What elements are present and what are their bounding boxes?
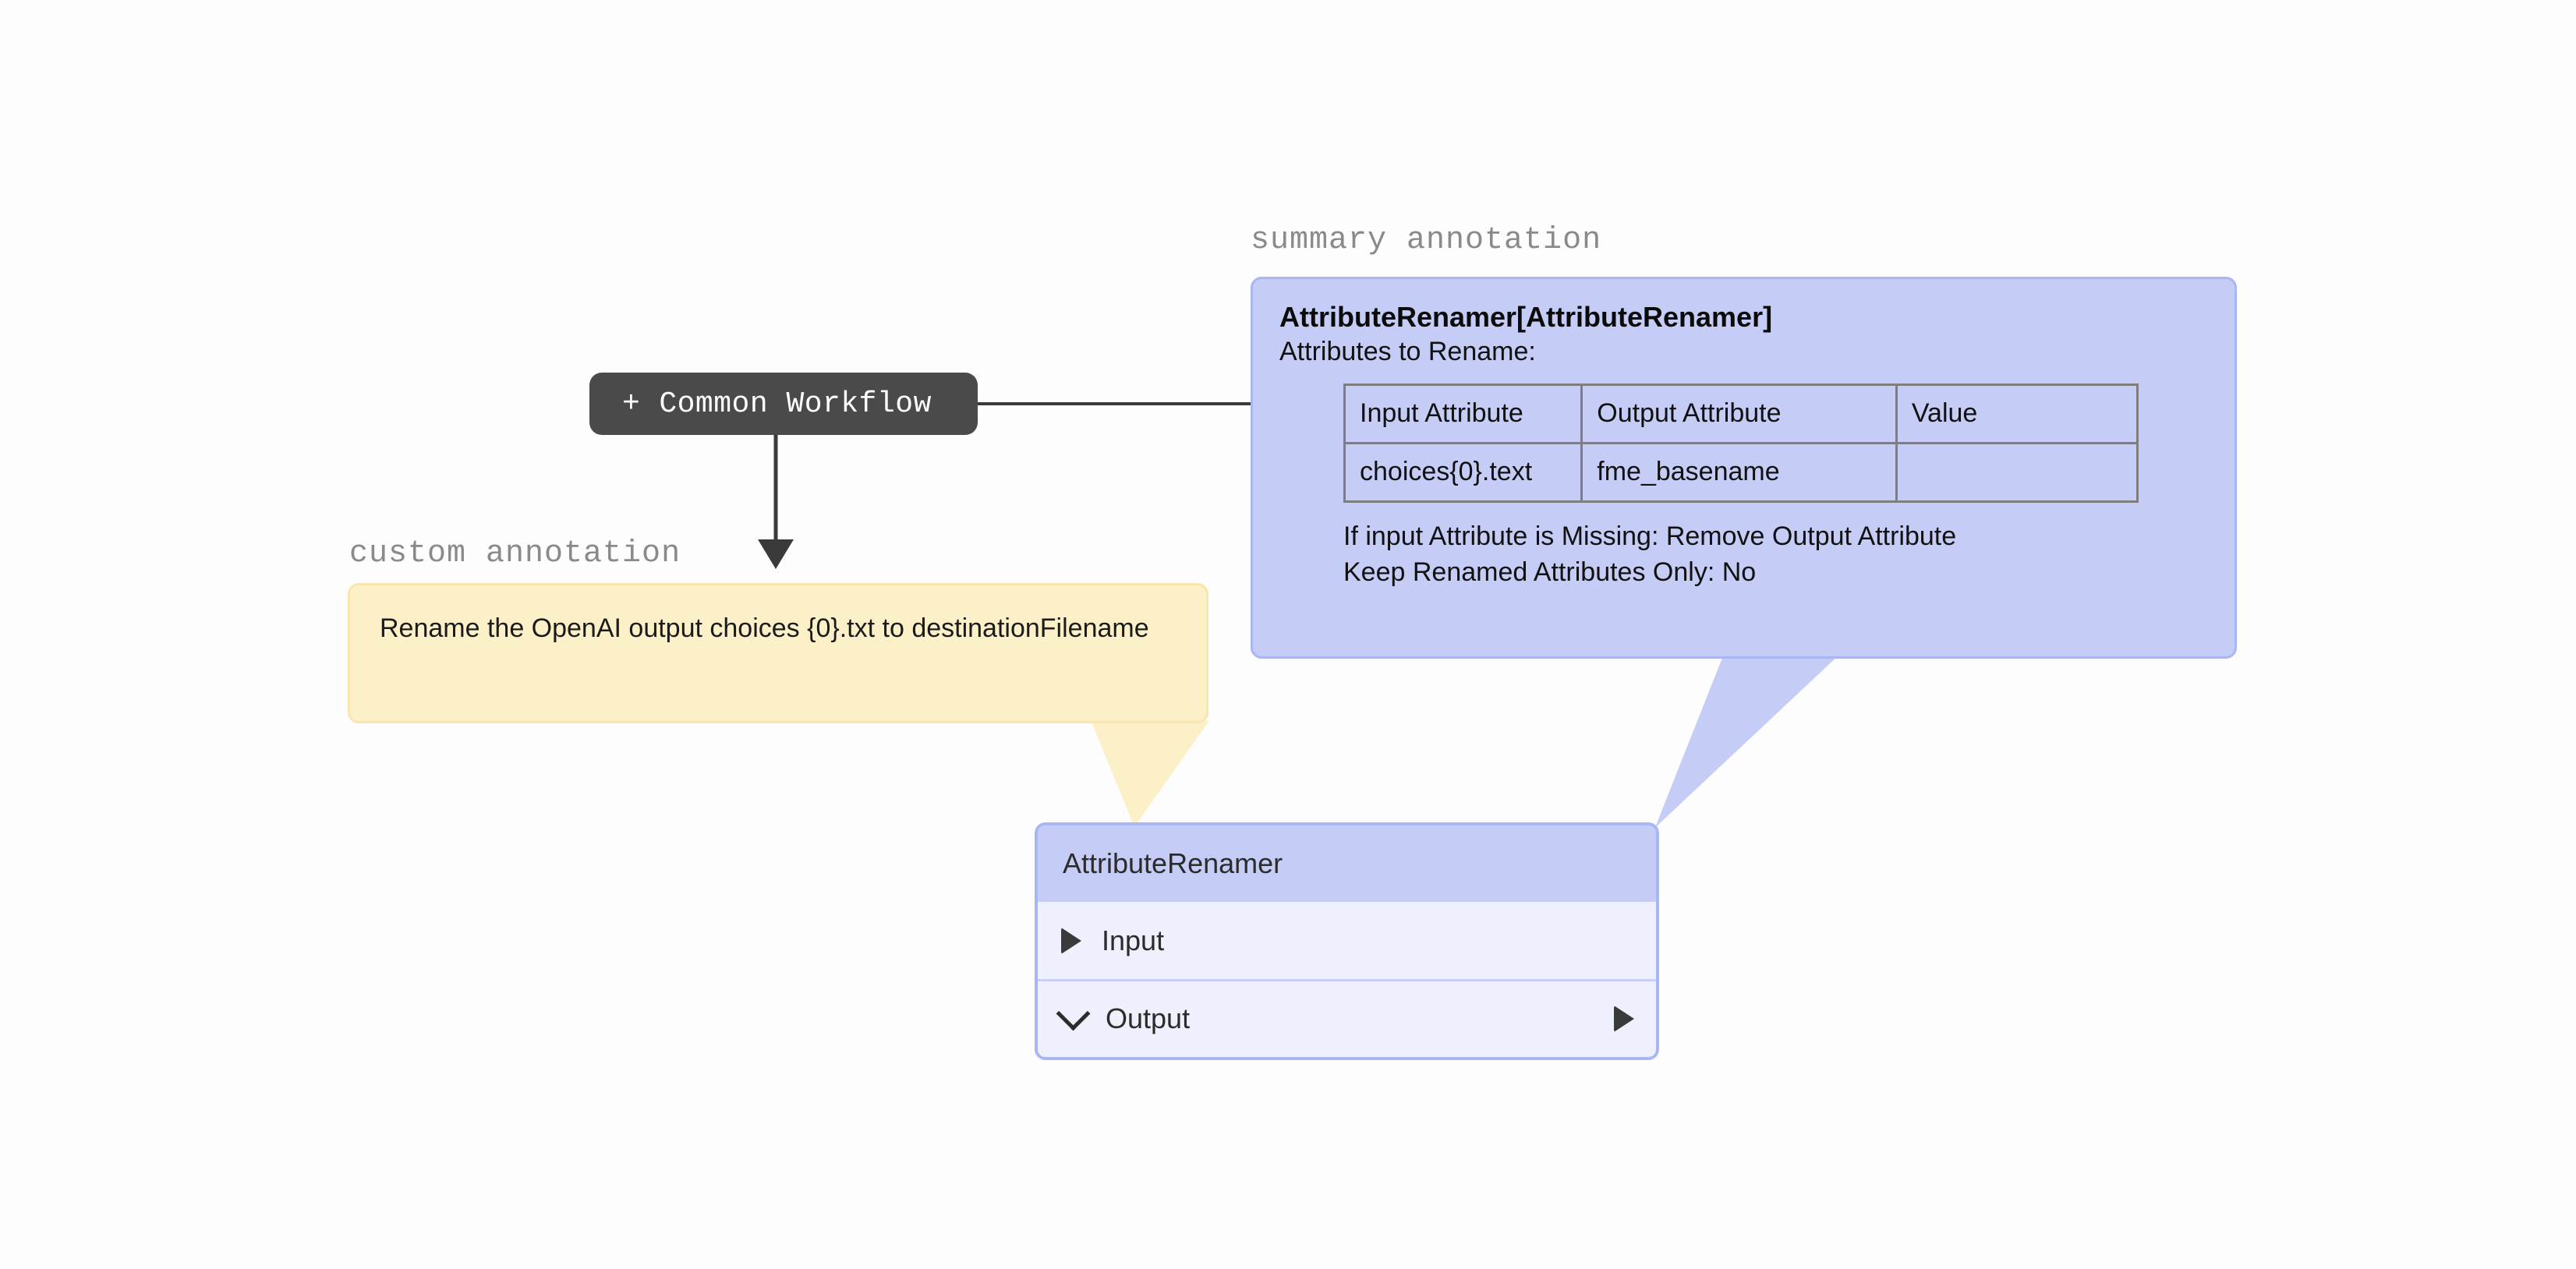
summary-annotation-box: AttributeRenamer[AttributeRenamer] Attri…	[1251, 277, 2237, 659]
summary-footer-line-2: Keep Renamed Attributes Only: No	[1343, 557, 1757, 587]
summary-footer-line-1: If input Attribute is Missing: Remove Ou…	[1343, 521, 1957, 551]
summary-callout-tail	[1655, 656, 1838, 827]
cell-output-attribute: fme_basename	[1580, 441, 1898, 503]
custom-callout-tail	[1091, 720, 1209, 828]
attribute-renamer-header[interactable]: AttributeRenamer	[1038, 825, 1656, 902]
plus-icon: +	[622, 387, 641, 421]
attribute-renamer-node[interactable]: AttributeRenamer Input Output	[1035, 822, 1659, 1060]
output-port-label: Output	[1106, 1002, 1191, 1034]
cell-input-attribute: choices{0}.text	[1343, 441, 1583, 503]
custom-annotation-text: Rename the OpenAI output choices {0}.txt…	[380, 613, 1149, 643]
node-row-output[interactable]: Output	[1038, 979, 1656, 1056]
custom-annotation-caption: custom annotation	[349, 536, 681, 571]
node-row-input[interactable]: Input	[1038, 902, 1656, 979]
table-header-row: Input Attribute Output Attribute Value	[1343, 383, 2139, 444]
triangle-right-icon[interactable]	[1614, 1006, 1634, 1032]
summary-annotation-caption: summary annotation	[1251, 223, 1602, 258]
cell-value	[1895, 441, 2139, 503]
summary-footer: If input Attribute is Missing: Remove Ou…	[1343, 518, 2208, 590]
header-value: Value	[1895, 383, 2139, 444]
header-input-attribute: Input Attribute	[1343, 383, 1583, 444]
common-workflow-label: Common Workflow	[659, 387, 932, 421]
triangle-right-icon[interactable]	[1061, 927, 1081, 954]
attribute-renamer-title: AttributeRenamer	[1063, 847, 1283, 879]
attributes-to-rename-table: Input Attribute Output Attribute Value c…	[1343, 383, 2139, 503]
header-output-attribute: Output Attribute	[1580, 383, 1898, 444]
chevron-down-icon[interactable]	[1056, 996, 1091, 1030]
input-port-label: Input	[1102, 924, 1165, 956]
custom-annotation-box: Rename the OpenAI output choices {0}.txt…	[348, 583, 1208, 723]
summary-title: AttributeRenamer[AttributeRenamer]	[1279, 301, 1773, 333]
common-workflow-node[interactable]: + Common Workflow	[589, 373, 978, 435]
summary-subtitle: Attributes to Rename:	[1279, 337, 1536, 367]
connector-arrowhead-down	[758, 539, 794, 569]
table-row: choices{0}.text fme_basename	[1343, 441, 2139, 503]
